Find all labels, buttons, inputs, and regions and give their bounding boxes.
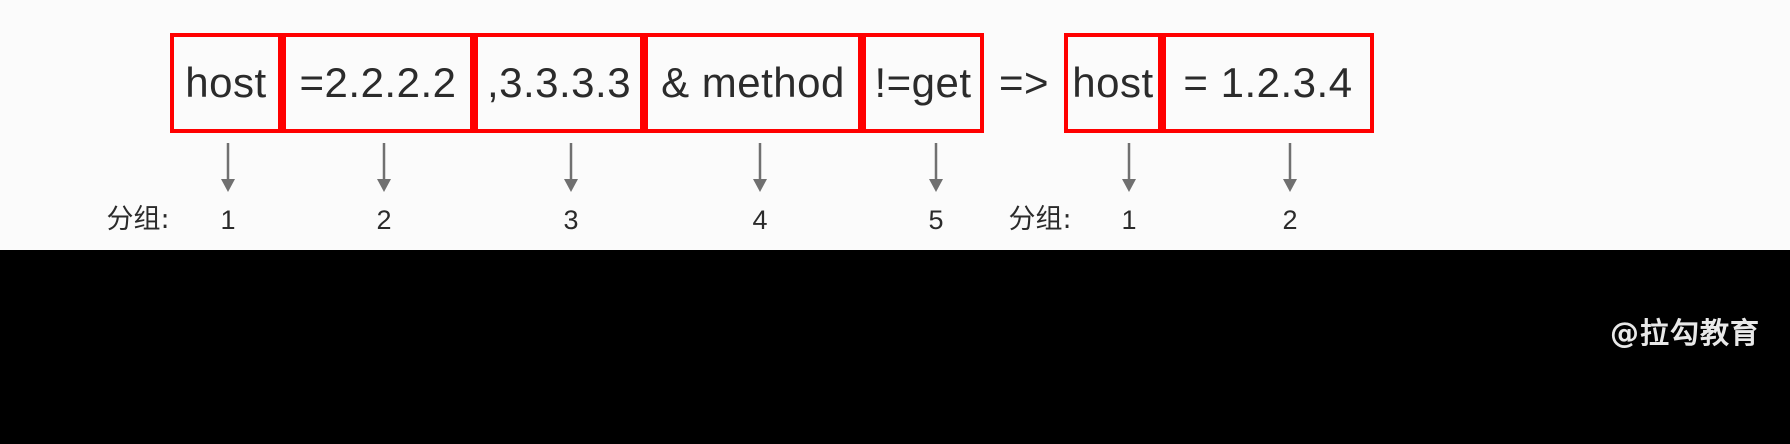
group-number: 4: [752, 205, 768, 235]
group-number: 1: [220, 205, 236, 235]
expression-row: host=2.2.2.2,3.3.3.3& method!=get=>host=…: [170, 33, 1374, 133]
watermark-label: @拉勾教育: [1609, 316, 1760, 350]
group-label-right: 分组:: [1008, 204, 1072, 235]
expression-token-boxed: !=get: [862, 33, 984, 133]
group-number: 2: [1282, 205, 1298, 235]
down-arrow-icon: [377, 143, 391, 192]
down-arrow-icon: [564, 143, 578, 192]
grouping-label-row: 分组: 分组: 1 2 3 4 5 1 2: [0, 200, 1790, 245]
down-arrow-icon: [1283, 143, 1297, 192]
expression-token-boxed: host: [170, 33, 282, 133]
expression-token-boxed: = 1.2.3.4: [1162, 33, 1374, 133]
group-number: 2: [376, 205, 392, 235]
group-label-left: 分组:: [106, 204, 170, 235]
expression-token-boxed: & method: [644, 33, 862, 133]
down-arrow-icon: [753, 143, 767, 192]
group-number: 1: [1121, 205, 1137, 235]
down-arrow-icon: [221, 143, 235, 192]
group-number: 5: [928, 205, 944, 235]
expression-token-boxed: ,3.3.3.3: [474, 33, 644, 133]
group-number: 3: [563, 205, 579, 235]
expression-token-boxed: host: [1064, 33, 1162, 133]
diagram-panel: host=2.2.2.2,3.3.3.3& method!=get=>host=…: [0, 0, 1790, 250]
expression-token-boxed: =2.2.2.2: [282, 33, 474, 133]
expression-token-operator: =>: [984, 33, 1064, 133]
down-arrow-icon: [1122, 143, 1136, 192]
bottom-black-band: @拉勾教育: [0, 250, 1790, 444]
down-arrow-icon: [929, 143, 943, 192]
